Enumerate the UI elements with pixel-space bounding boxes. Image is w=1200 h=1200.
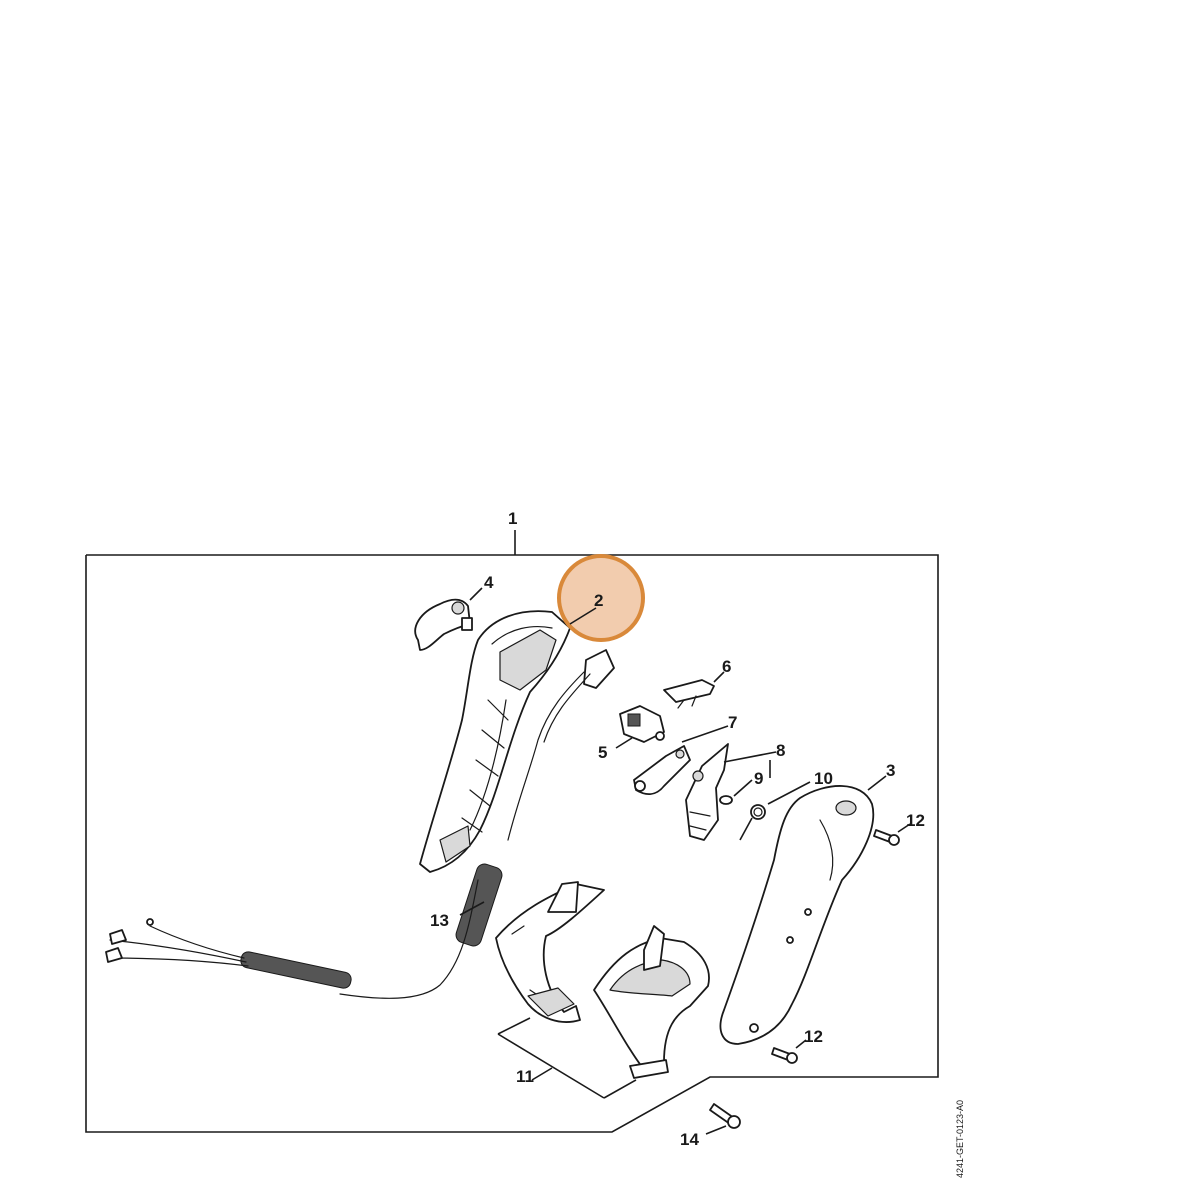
callout-2[interactable]: 2: [594, 591, 603, 610]
callout-3[interactable]: 3: [886, 761, 895, 780]
part-9-pin[interactable]: [719, 779, 753, 805]
callout-4[interactable]: 4: [484, 573, 494, 592]
callout-13[interactable]: 13: [430, 911, 449, 930]
part-2-handle-shell[interactable]: [419, 610, 571, 873]
callout-12-upper[interactable]: 12: [906, 811, 925, 830]
part-10-spring[interactable]: [739, 781, 811, 841]
part-11-bracket-set[interactable]: [495, 881, 710, 1079]
part-13-cable[interactable]: [105, 649, 615, 999]
part-2-highlight[interactable]: [557, 554, 645, 642]
callout-12-lower[interactable]: 12: [804, 1027, 823, 1046]
part-12-screw-upper[interactable]: [873, 823, 911, 846]
part-8-interlock-lever[interactable]: [685, 743, 777, 841]
part-14-screw[interactable]: [705, 1103, 741, 1135]
callout-5[interactable]: 5: [598, 743, 607, 762]
assembly-frame: [85, 530, 939, 1133]
callout-6[interactable]: 6: [722, 657, 731, 676]
callout-11-leader: [497, 1017, 637, 1099]
part-5-switch[interactable]: [615, 705, 665, 749]
callout-8[interactable]: 8: [776, 741, 785, 760]
part-3-handle-shell[interactable]: [719, 775, 887, 1045]
callout-7[interactable]: 7: [728, 713, 737, 732]
callout-14[interactable]: 14: [680, 1130, 699, 1149]
part-4-lever[interactable]: [414, 587, 483, 651]
part-7-trigger-lever[interactable]: [633, 725, 729, 795]
reference-code: 4241-GET-0123-A0: [955, 1100, 965, 1178]
callout-11[interactable]: 11: [516, 1067, 534, 1086]
callout-1[interactable]: 1: [508, 509, 517, 528]
part-6-clip[interactable]: [663, 671, 725, 709]
callout-9[interactable]: 9: [754, 769, 763, 788]
part-12-screw-lower[interactable]: [771, 1039, 807, 1064]
callout-10[interactable]: 10: [814, 769, 833, 788]
